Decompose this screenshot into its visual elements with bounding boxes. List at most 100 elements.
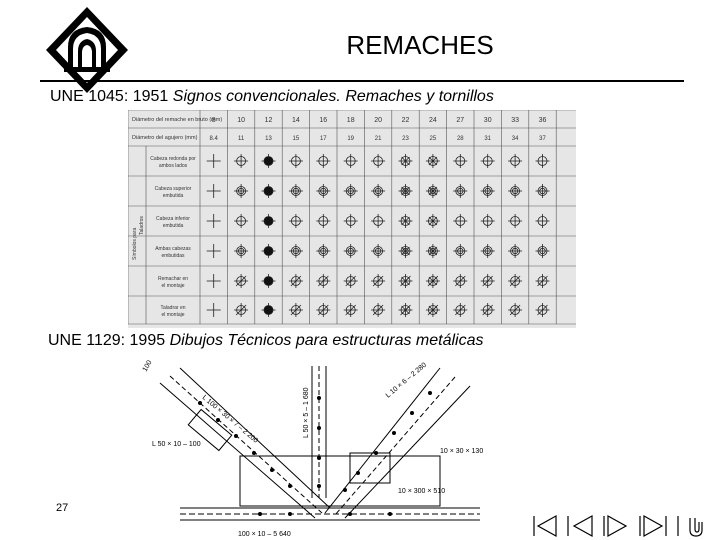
rivet-symbol (234, 214, 249, 228)
rivet-diameter: 20 (374, 117, 382, 124)
rivet-symbol (206, 214, 221, 228)
rivet-symbol (343, 244, 358, 258)
side-label: Taladros (139, 216, 145, 235)
rivet-symbol (288, 184, 303, 198)
hole-diameter: 19 (347, 136, 354, 142)
previous-slide-icon[interactable] (564, 514, 598, 538)
rivet-symbol (453, 214, 468, 228)
hole-diameter: 31 (484, 136, 491, 142)
rivet-symbol (480, 184, 495, 198)
table-row-header: Diámetro del agujero (mm) (132, 135, 198, 141)
rivet-symbol (535, 244, 550, 258)
rivet-symbol (398, 214, 413, 228)
rivet-diameter: 27 (456, 117, 464, 124)
drawing-label: 10 × 300 × 510 (398, 488, 445, 495)
drawing-label: 100 × 10 – 5 640 (238, 531, 291, 538)
rivet-symbol (206, 274, 221, 288)
rivet-symbol (508, 154, 523, 168)
rivet-symbol (206, 184, 221, 198)
rivet-symbol (288, 244, 303, 258)
drawing-label: L 10 × 6 – 2 280 (385, 362, 428, 400)
side-label: Símbolos para (132, 228, 138, 260)
symbol-row-label: Cabeza redonda por (150, 156, 196, 162)
rivet-symbol (371, 244, 386, 258)
truss-joint-drawing: 100 L 100 × 30 × 7 – 2 200 L 50 × 10 – 1… (142, 359, 484, 538)
rivet-symbols-table: Diámetro del remache en bruto (mm)Diámet… (128, 110, 576, 328)
symbol-row-label: el montaje (161, 312, 184, 318)
rivet-symbol (261, 154, 276, 168)
rivet-symbol (288, 154, 303, 168)
hole-diameter: 37 (539, 136, 546, 142)
symbol-row-label: Cabeza superior (155, 186, 192, 192)
symbol-row-label: Ambas cabezas (155, 246, 191, 252)
title-divider (40, 80, 684, 82)
caption-une-1129: UNE 1129: 1995 Dibujos Técnicos para est… (48, 332, 483, 350)
rivet-symbol (371, 274, 386, 288)
rivet-symbol (425, 274, 440, 288)
rivet-symbol (316, 214, 331, 228)
rivet-symbol (206, 303, 221, 317)
hole-diameter: 23 (402, 136, 409, 142)
rivet-diameter: 36 (539, 117, 547, 124)
rivet-symbol (535, 214, 550, 228)
rivet-diameter: 12 (265, 117, 273, 124)
rivet-symbol (288, 274, 303, 288)
rivet-symbol (371, 154, 386, 168)
rivet-symbol (398, 184, 413, 198)
hole-diameter: 25 (430, 136, 437, 142)
rivet-symbol (206, 244, 221, 258)
rivet-symbol (343, 214, 358, 228)
next-slide-icon[interactable] (602, 514, 636, 538)
rivet-symbol (398, 244, 413, 258)
hole-diameter: 11 (238, 136, 245, 142)
rivet-symbol (508, 184, 523, 198)
rivet-symbol (425, 214, 440, 228)
caption-une-1045: UNE 1045: 1951 Signos convencionales. Re… (50, 88, 494, 106)
rivet-diameter: 30 (484, 117, 492, 124)
rivet-symbol (343, 184, 358, 198)
rivet-symbol (508, 274, 523, 288)
rivet-symbol (261, 274, 276, 288)
rivet-symbol (508, 214, 523, 228)
rivet-symbol (343, 154, 358, 168)
caption-description: Signos convencionales. Remaches y tornil… (172, 88, 494, 105)
university-logo (46, 7, 128, 93)
hole-diameter: 17 (320, 136, 327, 142)
rivet-symbol (535, 303, 550, 317)
slide-title: REMACHES (346, 30, 494, 60)
rivet-diameter: 24 (429, 117, 437, 124)
rivet-diameter: 33 (511, 117, 519, 124)
rivet-symbol (206, 154, 221, 168)
hole-diameter: 34 (512, 136, 519, 142)
drawing-label: 10 × 30 × 130 (440, 448, 483, 455)
rivet-symbol (261, 303, 276, 317)
rivet-diameter: 8 (212, 117, 216, 124)
first-slide-icon[interactable] (526, 514, 560, 538)
symbol-row-label: Taladrar en (160, 305, 185, 311)
symbol-row-label: el montaje (161, 283, 184, 289)
rivet-symbol (480, 214, 495, 228)
rivet-diameter: 22 (402, 117, 410, 124)
rivet-symbol (234, 303, 249, 317)
rivet-symbol (343, 274, 358, 288)
rivet-symbol (453, 303, 468, 317)
hole-diameter: 21 (375, 136, 382, 142)
rivet-symbol (535, 154, 550, 168)
rivet-symbol (234, 274, 249, 288)
rivet-symbol (453, 154, 468, 168)
rivet-diameter: 16 (319, 117, 327, 124)
symbol-row-label: Remachar en (158, 276, 188, 282)
rivet-symbol (288, 214, 303, 228)
caption-standard: UNE 1129: 1995 (48, 332, 166, 349)
caption-description: Dibujos Técnicos para estructuras metáli… (169, 332, 484, 349)
drawing-label: L 50 × 5 – 1 680 (303, 387, 310, 438)
rivet-symbol (234, 154, 249, 168)
rivet-symbol (261, 184, 276, 198)
drawing-label: 100 (142, 359, 154, 373)
last-slide-icon[interactable] (638, 514, 672, 538)
rivet-symbol (398, 303, 413, 317)
rivet-symbol (425, 154, 440, 168)
rivet-diameter: 10 (237, 117, 245, 124)
page-number: 27 (56, 502, 69, 514)
return-icon[interactable] (676, 514, 712, 538)
